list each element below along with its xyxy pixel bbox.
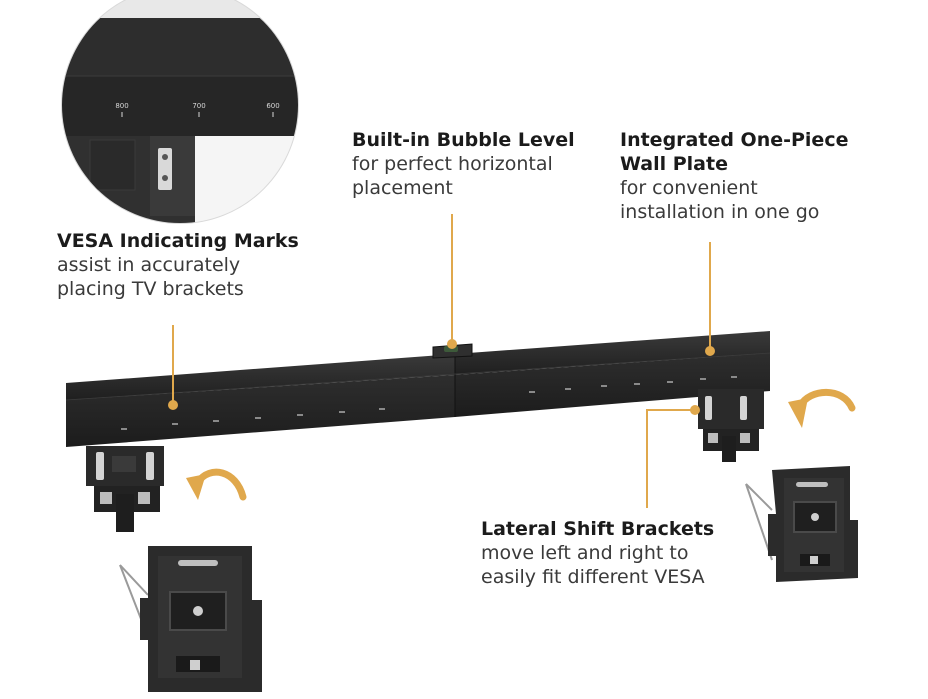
bar-mark: [297, 414, 303, 416]
vesa-mark-label: 800: [115, 102, 128, 110]
leader-level: [447, 214, 457, 349]
bar-mark: [700, 378, 706, 380]
callout-body-line: for perfect horizontal: [352, 153, 553, 176]
leader-vesa: [168, 325, 178, 410]
bar-mark: [213, 420, 219, 422]
bar-mark: [379, 408, 385, 410]
leader-shift: [646, 405, 700, 508]
callout-title: Lateral Shift Brackets: [481, 518, 715, 540]
bar-mark: [634, 383, 640, 385]
vesa-mark-label: 700: [192, 102, 205, 110]
bar-mark: [339, 411, 345, 413]
wall-plate: [65, 331, 771, 447]
screw-icon: [811, 513, 819, 521]
bar-mark: [565, 388, 571, 390]
callout-body-line: installation in one go: [620, 201, 820, 224]
right-bracket: [698, 389, 764, 462]
curved-arrow-icon: [788, 389, 856, 428]
bar-mark: [601, 385, 607, 387]
callout-title: Integrated One-Piece: [620, 129, 849, 151]
latch-plate: [158, 148, 172, 190]
curved-arrow-icon: [186, 468, 247, 501]
zoom-detail: 800 700 600: [61, 0, 299, 224]
bar-mark: [731, 376, 737, 378]
tv-bracket-right: [745, 466, 858, 582]
callout-body-line: easily fit different VESA: [481, 566, 705, 589]
callout-body-line: placement: [352, 177, 453, 200]
left-bracket: [86, 446, 164, 532]
callout-body-line: assist in accurately: [57, 254, 241, 277]
bubble-level-icon: [432, 343, 473, 359]
bar-mark: [255, 417, 261, 419]
bar-mark: [529, 391, 535, 393]
callout-body-line: for convenient: [620, 177, 758, 200]
callout-bubble-level: Built-in Bubble Level for perfect horizo…: [352, 128, 575, 200]
callout-wall-plate: Integrated One-Piece Wall Plate for conv…: [620, 128, 848, 225]
callout-shift-brackets: Lateral Shift Brackets move left and rig…: [481, 517, 714, 589]
callout-vesa-marks: VESA Indicating Marks assist in accurate…: [57, 229, 299, 301]
screw-icon: [193, 606, 203, 616]
tv-bracket-left: [119, 546, 262, 692]
bar-mark: [172, 423, 178, 425]
callout-title: Built-in Bubble Level: [352, 129, 575, 151]
bar-mark: [121, 428, 127, 430]
callout-body-line: move left and right to: [481, 542, 689, 565]
bar-mark: [667, 381, 673, 383]
callout-body-line: placing TV brackets: [57, 278, 244, 301]
leader-plate: [705, 242, 715, 356]
callout-title: Wall Plate: [620, 153, 728, 176]
vesa-mark-label: 600: [266, 102, 279, 110]
callout-title: VESA Indicating Marks: [57, 230, 299, 252]
